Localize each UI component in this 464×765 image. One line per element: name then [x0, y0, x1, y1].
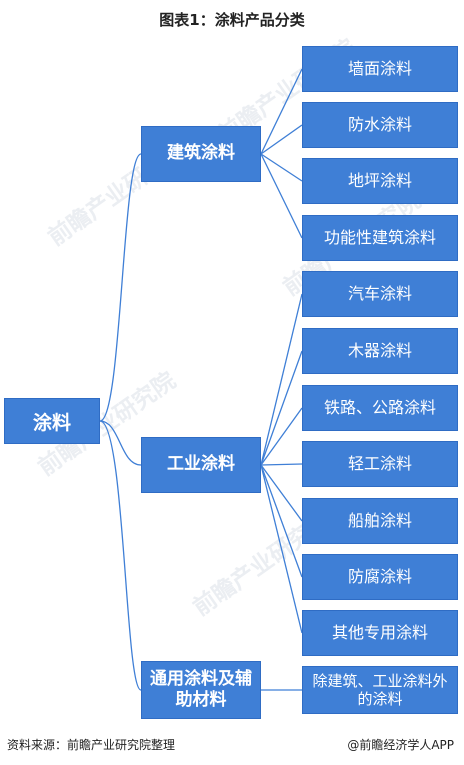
- leaf-node-wood-coating: 木器涂料: [302, 328, 458, 374]
- connector-cat1-leaf-4: [260, 153, 303, 239]
- connector-root-cat-1: [99, 153, 142, 422]
- connector-cat2-leaf-3: [260, 407, 303, 466]
- connector-cat1-leaf-2: [260, 124, 303, 155]
- leaf-node-wall-coating: 墙面涂料: [302, 46, 458, 92]
- credit-note: @前瞻经济学人APP: [347, 738, 454, 752]
- leaf-node-automotive-coating: 汽车涂料: [302, 271, 458, 317]
- source-note: 资料来源：前瞻产业研究院整理: [7, 738, 176, 752]
- connector-cat2-leaf-5: [260, 464, 303, 522]
- connector-cat2-leaf-6: [260, 464, 303, 578]
- connector-root-cat-3: [99, 420, 142, 691]
- leaf-node-marine-coating: 船舶涂料: [302, 498, 458, 544]
- connector-cat1-leaf-1: [260, 68, 303, 155]
- root-node: 涂料: [4, 398, 100, 444]
- leaf-node-other-special-coating: 其他专用涂料: [302, 610, 458, 656]
- chart-title: 图表1：涂料产品分类: [159, 11, 305, 29]
- leaf-node-light-industry-coating: 轻工涂料: [302, 441, 458, 487]
- category-node-architectural: 建筑涂料: [141, 126, 261, 182]
- connector-cat2-leaf-4: [260, 463, 303, 466]
- leaf-node-other-coating: 除建筑、工业涂料外的涂料: [302, 666, 458, 714]
- connector-cat2-leaf-1: [260, 293, 303, 466]
- leaf-node-railway-highway-coating: 铁路、公路涂料: [302, 385, 458, 431]
- connector-cat1-leaf-3: [260, 153, 303, 182]
- leaf-node-floor-coating: 地坪涂料: [302, 158, 458, 204]
- connector-cat2-leaf-7: [260, 464, 303, 634]
- category-node-general: 通用涂料及辅助材料: [141, 661, 261, 719]
- connector-root-cat-2: [99, 420, 142, 466]
- leaf-node-waterproof-coating: 防水涂料: [302, 102, 458, 148]
- leaf-node-functional-architectural-coating: 功能性建筑涂料: [302, 215, 458, 261]
- leaf-node-anticorrosion-coating: 防腐涂料: [302, 554, 458, 600]
- connector-cat2-leaf-2: [260, 350, 303, 466]
- category-node-industrial: 工业涂料: [141, 437, 261, 493]
